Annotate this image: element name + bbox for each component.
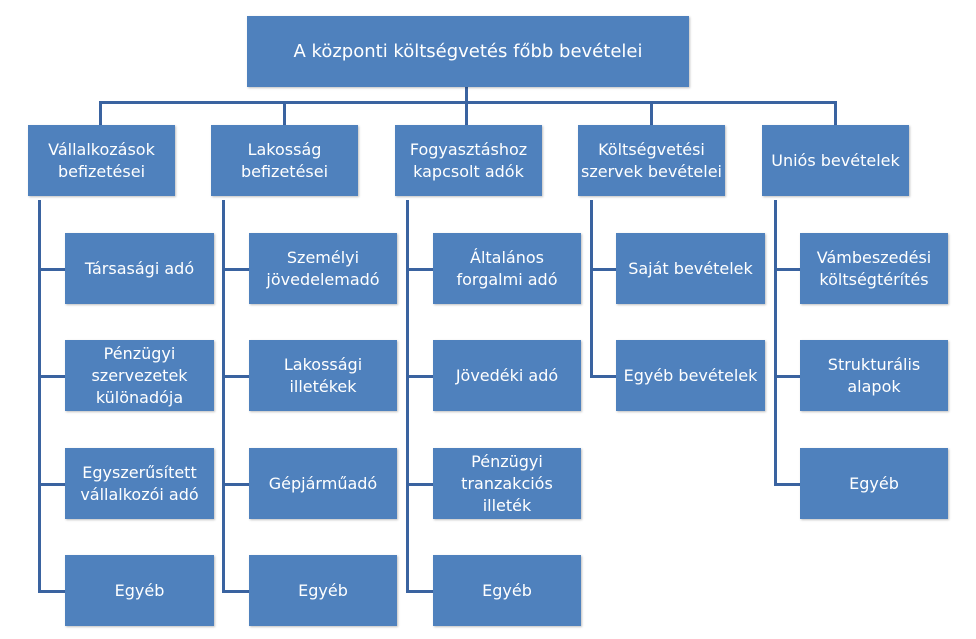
column-4-branch-1: [590, 268, 618, 271]
column-2-branch-2: [222, 375, 250, 378]
item-node-1-2: Pénzügyi szervezetek különadója: [65, 340, 214, 411]
column-5-branch-3: [774, 483, 802, 486]
item-node-1-3: Egyszerűsített vállalkozói adó: [65, 448, 214, 519]
item-node-2-3: Gépjárműadó: [249, 448, 397, 519]
item-node-2-2: Lakossági illetékek: [249, 340, 397, 411]
column-2-branch-1: [222, 268, 250, 271]
item-node-3-3: Pénzügyi tranzakciós illeték: [433, 448, 581, 519]
column-1-branch-1: [38, 268, 66, 271]
column-5-branch-2: [774, 375, 802, 378]
column-3-spine: [406, 200, 409, 592]
column-2-branch-4: [222, 590, 250, 593]
category-connector-2: [283, 101, 286, 125]
item-node-5-3: Egyéb: [800, 448, 948, 519]
item-node-4-2: Egyéb bevételek: [616, 340, 765, 411]
item-node-5-1: Vámbeszedési költségtérítés: [800, 233, 948, 304]
category-node-5: Uniós bevételek: [762, 125, 909, 196]
column-3-branch-3: [406, 483, 434, 486]
category-connector-5: [834, 101, 837, 125]
category-node-2: Lakosság befizetései: [211, 125, 358, 196]
item-node-1-1: Társasági adó: [65, 233, 214, 304]
item-node-2-4: Egyéb: [249, 555, 397, 626]
category-node-1: Vállalkozások befizetései: [28, 125, 175, 196]
category-node-3: Fogyasztáshoz kapcsolt adók: [395, 125, 542, 196]
item-node-1-4: Egyéb: [65, 555, 214, 626]
column-3-branch-2: [406, 375, 434, 378]
root-node: A központi költségvetés főbb bevételei: [247, 16, 689, 87]
column-1-branch-2: [38, 375, 66, 378]
column-2-spine: [222, 200, 225, 592]
root-connector: [465, 87, 468, 103]
item-node-5-2: Strukturális alapok: [800, 340, 948, 411]
category-bus: [99, 101, 837, 104]
category-connector-4: [650, 101, 653, 125]
item-node-3-1: Általános forgalmi adó: [433, 233, 581, 304]
column-5-branch-1: [774, 268, 802, 271]
item-node-3-2: Jövedéki adó: [433, 340, 581, 411]
item-node-2-1: Személyi jövedelemadó: [249, 233, 397, 304]
column-1-branch-3: [38, 483, 66, 486]
column-1-spine: [38, 200, 41, 592]
item-node-3-4: Egyéb: [433, 555, 581, 626]
column-1-branch-4: [38, 590, 66, 593]
category-connector-3: [465, 101, 468, 125]
column-3-branch-4: [406, 590, 434, 593]
column-5-spine: [774, 200, 777, 485]
item-node-4-1: Saját bevételek: [616, 233, 765, 304]
column-2-branch-3: [222, 483, 250, 486]
column-4-branch-2: [590, 375, 618, 378]
column-4-spine: [590, 200, 593, 378]
category-connector-1: [99, 101, 102, 125]
category-node-4: Költségvetési szervek bevételei: [578, 125, 725, 196]
column-3-branch-1: [406, 268, 434, 271]
